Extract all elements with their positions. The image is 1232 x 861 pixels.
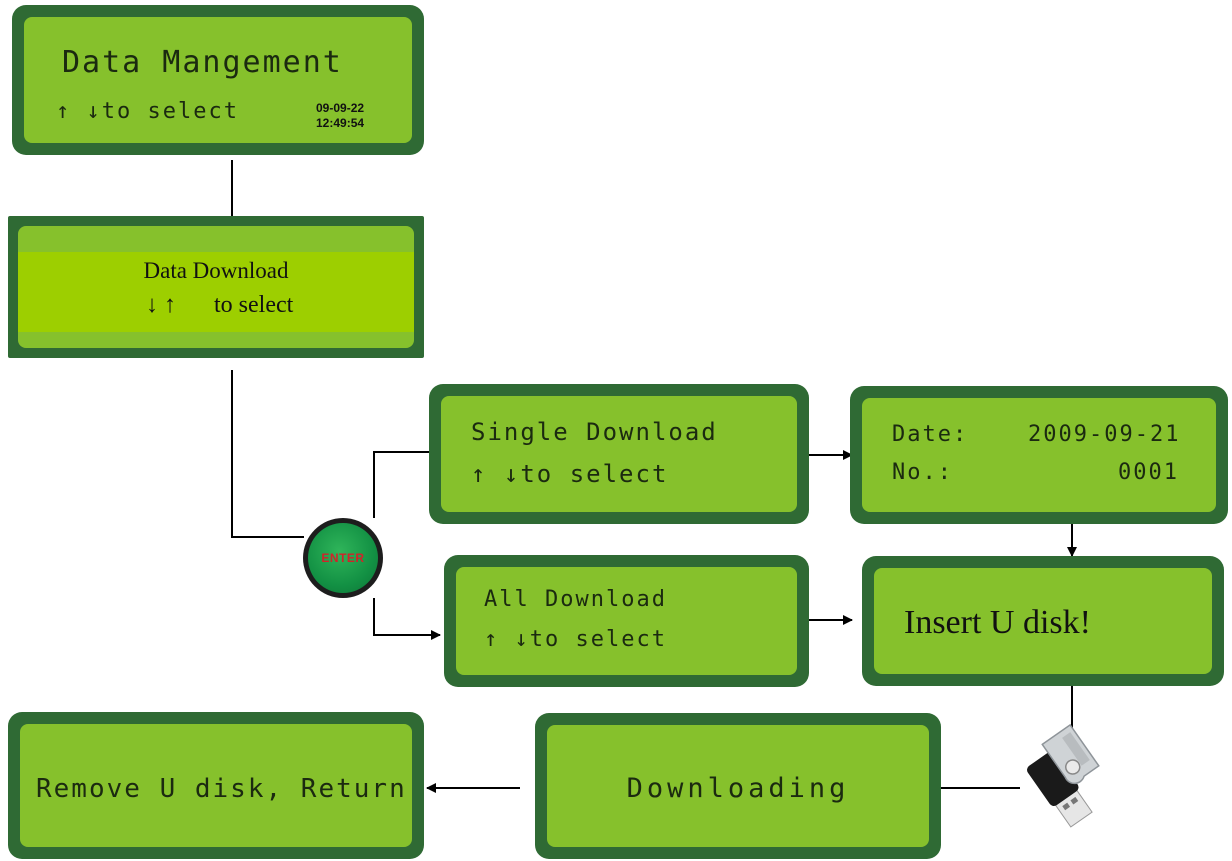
lcd-downloading: Downloading [535,713,941,859]
connector-download-to-enter [231,370,304,538]
screen-title: All Download [484,587,667,612]
screen-hint: ↑ ↓to select [484,627,667,652]
lcd-single-download: Single Download ↑ ↓to select [429,384,809,524]
screen-message: Insert U disk! [904,604,1091,641]
number-value: 0001 [1118,460,1179,485]
screen-date: 09-09-22 [316,101,365,115]
screen-title: Single Download [471,418,718,446]
lcd-screen: Date: 2009-09-21 No.: 0001 [862,398,1216,512]
screen-hint: ↑ ↓to select [56,99,239,124]
screen-hint: to select [214,292,294,318]
lcd-screen: Remove U disk, Return [20,724,412,847]
enter-button-label: ENTER [321,551,365,565]
enter-button[interactable]: ENTER [303,518,383,598]
lcd-data-download: Data Download ↓ ↑ to select [8,216,424,358]
highlight-band [18,252,414,332]
arrow-enter-to-single [373,447,441,518]
date-label: Date: [892,422,969,447]
lcd-screen: Single Download ↑ ↓to select [441,396,797,512]
lcd-screen: All Download ↑ ↓to select [456,567,797,675]
number-label: No.: [892,460,953,485]
screen-title: Data Download [143,258,289,283]
lcd-insert-disk: Insert U disk! [862,556,1224,686]
screen-message: Remove U disk, Return [36,774,407,804]
lcd-all-download: All Download ↑ ↓to select [444,555,809,687]
lcd-remove-disk: Remove U disk, Return [8,712,424,859]
screen-arrows: ↓ ↑ [146,292,176,318]
lcd-date-number: Date: 2009-09-21 No.: 0001 [850,386,1228,524]
lcd-screen: Data Mangement ↑ ↓to select 09-09-22 12:… [24,17,412,143]
lcd-screen: Downloading [547,725,929,847]
screen-hint: ↑ ↓to select [471,460,669,488]
screen-title: Data Mangement [62,45,343,80]
screen-message: Downloading [626,773,850,804]
screen-time: 12:49:54 [316,116,365,130]
lcd-data-management: Data Mangement ↑ ↓to select 09-09-22 12:… [12,5,424,155]
date-value: 2009-09-21 [1028,422,1181,447]
arrow-enter-to-all [373,598,441,640]
usb-drive-icon [1027,723,1100,828]
lcd-screen: Data Download ↓ ↑ to select [18,226,414,348]
lcd-screen: Insert U disk! [874,568,1212,674]
